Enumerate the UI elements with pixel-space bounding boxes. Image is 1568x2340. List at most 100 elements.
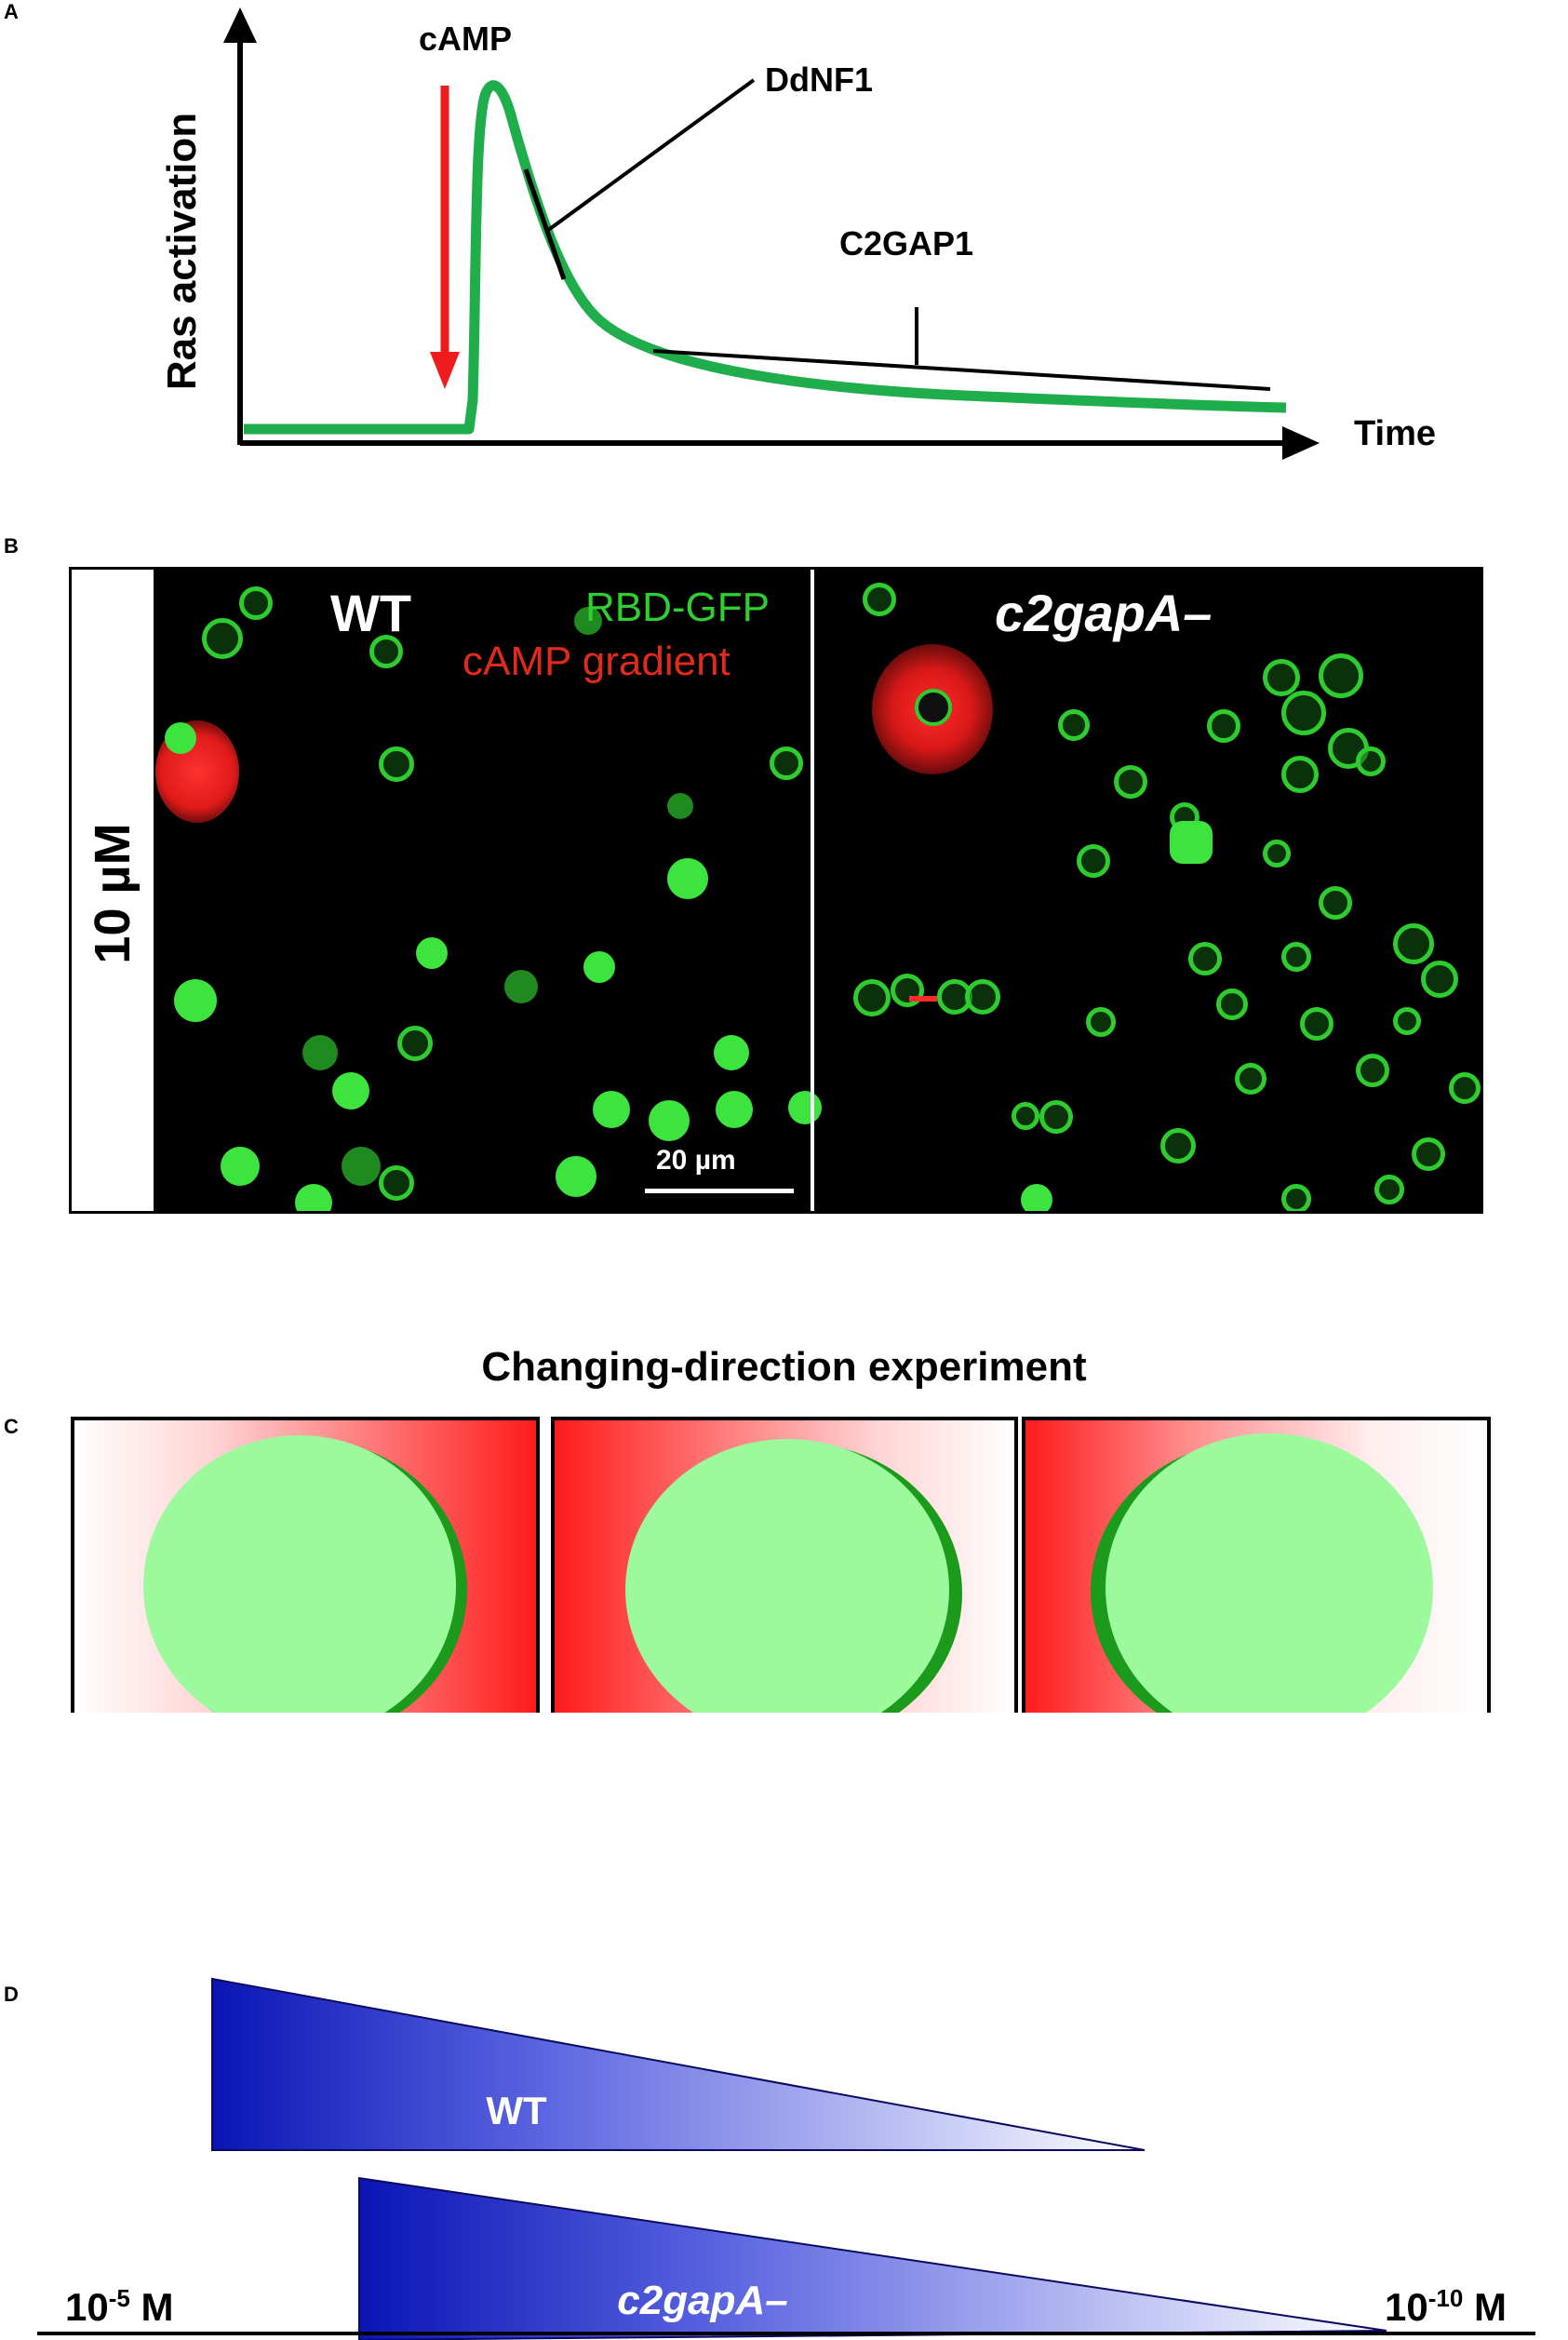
cell <box>239 586 273 620</box>
cell <box>1188 942 1222 975</box>
cell <box>1235 1063 1266 1095</box>
cell <box>770 746 803 780</box>
camp-pipette-cell <box>915 689 952 726</box>
cell <box>1393 923 1434 964</box>
panel-a-letter: A <box>4 0 19 23</box>
cell <box>1449 1072 1481 1104</box>
cell <box>504 970 538 1003</box>
cell <box>379 746 414 782</box>
cell <box>649 1100 690 1141</box>
wt-range-label: WT <box>486 2089 547 2132</box>
cell <box>1160 1128 1196 1163</box>
concentration-range-diagram: WT c2gapA– <box>211 1977 1387 2340</box>
cell <box>714 1035 749 1070</box>
cell <box>716 1091 753 1128</box>
panel-c-letter: C <box>4 1415 19 1438</box>
channel-label-rbd-gfp: RBD-GFP <box>585 585 770 630</box>
scale-bar-label: 20 µm <box>656 1145 736 1176</box>
right-conc-exponent: -10 <box>1427 2284 1464 2312</box>
cell <box>574 607 602 635</box>
cell <box>1281 691 1326 735</box>
cell <box>1207 709 1240 743</box>
cell <box>1281 942 1311 972</box>
wt-title: WT <box>330 584 412 642</box>
cell <box>853 979 891 1016</box>
right-conc-base: 10 <box>1385 2285 1428 2329</box>
cell <box>302 1035 338 1070</box>
left-concentration-label: 10-5 M <box>65 2284 174 2330</box>
cell <box>1021 1184 1052 1211</box>
cell <box>202 618 243 659</box>
micrograph-divider <box>811 570 814 1211</box>
ras-activation-curve <box>244 80 1287 435</box>
ddnf1-label: DdNF1 <box>765 61 873 99</box>
channel-label-camp: cAMP gradient <box>462 639 730 684</box>
cell <box>1012 1102 1039 1130</box>
cell <box>1086 1007 1116 1037</box>
camp-label: cAMP <box>419 20 512 58</box>
cell <box>965 979 1000 1015</box>
cell <box>397 1026 433 1061</box>
panel-c-title: Changing-direction experiment <box>481 1344 1087 1390</box>
c2gap1-bracket <box>652 349 1271 391</box>
cell <box>342 1147 381 1186</box>
cell <box>1356 1054 1389 1087</box>
panel-d-letter: D <box>4 1983 19 2006</box>
cell <box>295 1184 332 1211</box>
cell <box>1319 886 1352 920</box>
cell <box>1281 756 1319 793</box>
y-axis-arrowhead <box>223 7 257 43</box>
subpanel-c-cell <box>1106 1433 1433 1713</box>
cell <box>1421 961 1458 998</box>
baseline-axis <box>37 2332 1535 2335</box>
cell <box>174 979 217 1022</box>
cell <box>1319 653 1363 698</box>
subpanel-a-cell <box>143 1435 456 1713</box>
mutant-range-label: c2gapA– <box>617 2278 787 2323</box>
panel-b-letter: B <box>4 534 19 558</box>
cell <box>593 1091 630 1128</box>
micrograph-panel: 10 µM <box>69 567 1483 1214</box>
concentration-label-box: 10 µM <box>72 570 154 1211</box>
cell <box>379 1165 414 1201</box>
cell <box>667 793 693 819</box>
ddnf1-bracket <box>523 168 567 280</box>
x-axis-label: Time <box>1354 414 1436 453</box>
right-concentration-label: 10-10 M <box>1385 2284 1507 2330</box>
cell <box>1263 659 1300 696</box>
camp-arrowhead <box>430 352 460 389</box>
cell <box>1356 746 1386 776</box>
cell <box>165 722 196 754</box>
cell <box>1374 1175 1404 1204</box>
cell <box>583 951 615 983</box>
wt-range-wedge <box>211 1977 1146 2151</box>
panel-a-plot: Ras activation Time cAMP DdNF1 C2GAP1 <box>159 7 1436 460</box>
cell <box>788 1091 822 1124</box>
cell <box>1039 1100 1073 1134</box>
concentration-label: 10 µM <box>85 823 141 964</box>
changing-direction-diagram: a b c <box>71 1417 1491 1713</box>
x-axis-arrowhead <box>1282 426 1320 460</box>
cell <box>667 858 708 899</box>
cell <box>1216 988 1248 1020</box>
cell <box>1077 844 1110 878</box>
cell <box>1393 1007 1421 1035</box>
cell <box>221 1147 260 1186</box>
subpanel-b-cell <box>625 1439 949 1713</box>
cell <box>556 1156 596 1197</box>
left-conc-unit: M <box>129 2285 174 2329</box>
cell <box>863 583 896 616</box>
c2gap1-label: C2GAP1 <box>839 224 973 262</box>
cell <box>1170 821 1213 864</box>
ddnf1-leader <box>545 78 756 233</box>
scale-bar <box>645 1189 794 1193</box>
cell <box>1281 1184 1311 1211</box>
left-conc-exponent: -5 <box>108 2284 130 2312</box>
cell <box>1300 1007 1333 1041</box>
mutant-title: c2gapA– <box>995 584 1213 642</box>
camp-streak <box>909 996 937 1002</box>
y-axis-label: Ras activation <box>159 113 205 390</box>
cell <box>1058 709 1090 741</box>
cell <box>1114 765 1147 799</box>
cell <box>416 937 448 969</box>
